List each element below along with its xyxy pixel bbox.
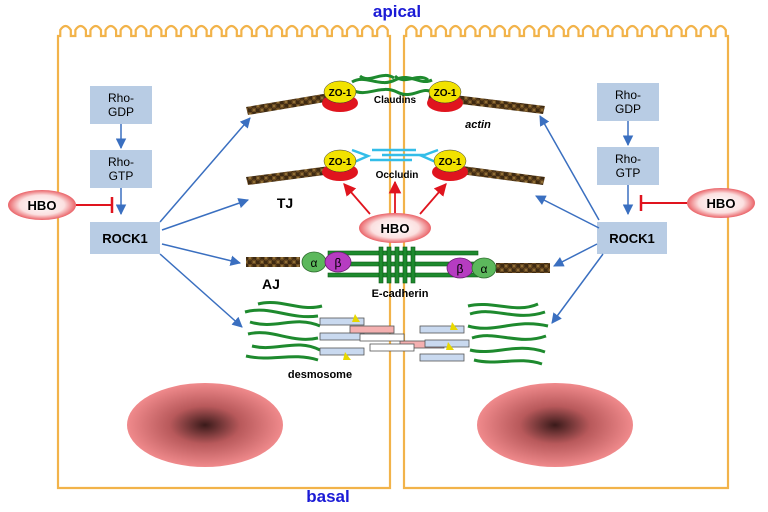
actin-filament-claudin-left [246,92,337,115]
right-rho-gtp-label: Rho-GTP [615,152,641,180]
left-pathway: Rho-GDP Rho-GTP ROCK1 HBO [8,86,160,254]
left-cell-membrane [56,24,392,490]
right-rho-gdp-box [597,83,659,121]
right-rock1-box [597,222,667,254]
left-rock1-label: ROCK1 [102,231,148,246]
desmosome-filaments-left [244,301,323,362]
actin-filament-aj-right [496,263,550,273]
aj-label: AJ [262,276,280,292]
claudins-label: Claudins [374,95,417,106]
claudin-strands [351,73,433,97]
center-hbo-label: HBO [381,221,410,236]
center-hbo: HBO [359,213,431,243]
left-hbo-label: HBO [28,198,57,213]
alpha-right-label: α [481,262,488,276]
label-line: GDP [108,105,134,119]
left-rho-gtp-box [90,150,152,188]
desmosome-label: desmosome [288,369,352,381]
beta-right-label: β [457,262,464,276]
center-hbo-arrows [343,180,447,215]
right-rock1-arrows [535,115,604,324]
desmosome-yellow-marks [343,314,458,360]
right-hbo [687,188,755,218]
actin-label: actin [465,119,491,131]
occludin-label: Occludin [376,170,419,181]
left-nucleus [127,383,283,467]
e-cadherin-bars [327,246,479,284]
zo1-claudin-right [428,80,462,104]
left-rho-gdp-label: Rho-GDP [108,91,134,119]
basal-label: basal [306,487,349,506]
label-line: Rho- [615,152,641,166]
zo1-claudin-left-label: ZO-1 [329,88,352,99]
label-line: Rho- [108,155,134,169]
actin-filament-occludin-left [246,166,332,185]
left-hbo [8,190,76,220]
left-rho-gdp-box [90,86,152,124]
desmosome-plaques [319,317,470,362]
desmosome-filaments-right [467,302,549,366]
beta-catenin-left [324,251,352,273]
right-pathway: Rho-GDP Rho-GTP ROCK1 HBO [597,83,755,254]
left-rock1-arrows [159,117,251,328]
alpha-catenin-right [471,257,497,279]
beta-left-label: β [335,256,342,270]
actin-filament-aj-left [246,257,300,267]
alpha-left-label: α [311,256,318,270]
zo1-occludin-right-label: ZO-1 [439,157,462,168]
left-rho-gtp-label: Rho-GTP [108,155,134,183]
occludin-junction: ZO-1 ZO-1 Occludin [246,148,545,185]
claudin-junction: ZO-1 ZO-1 Claudins actin [246,73,545,131]
label-line: GDP [615,102,641,116]
actin-filament-occludin-right [460,166,545,185]
label-line: GTP [109,169,134,183]
right-hbo-label: HBO [707,196,736,211]
apical-label: apical [373,2,421,21]
occludin-strands [351,148,439,165]
label-line: Rho- [108,91,134,105]
right-rock1-label: ROCK1 [609,231,655,246]
zo1-occludin-right [433,149,467,173]
right-nucleus [477,383,633,467]
zo1-claudin-left [323,80,357,104]
right-rho-gdp-label: Rho-GDP [615,88,641,116]
e-cadherin-label: E-cadherin [372,288,429,300]
label-line: Rho- [615,88,641,102]
left-rock1-box [90,222,160,254]
adherens-junction: α β β α [246,246,550,284]
tj-label: TJ [277,195,293,211]
right-rho-gtp-box [597,147,659,185]
zo1-occludin-left-label: ZO-1 [329,157,352,168]
label-line: GTP [616,166,641,180]
desmosome [244,301,549,366]
zo1-claudin-right-label: ZO-1 [434,88,457,99]
zo1-occludin-left [323,149,357,173]
right-cell-membrane [402,24,730,490]
